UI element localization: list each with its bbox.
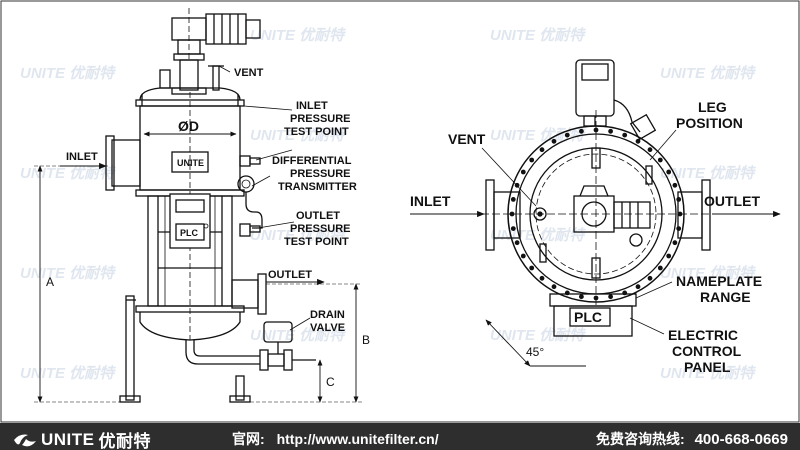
logo-text: UNITE — [41, 429, 95, 449]
watermark: UNITE 优耐特 — [250, 127, 346, 144]
inlet-pressure-label-line3: TEST POINT — [284, 126, 349, 138]
outlet-pressure-label-line3: TEST POINT — [284, 236, 349, 248]
watermark: UNITE 优耐特 — [20, 265, 116, 282]
watermark: UNITE 优耐特 — [660, 265, 756, 282]
flange-bolt — [514, 240, 520, 246]
watermark: UNITE 优耐特 — [20, 165, 116, 182]
watermark: UNITE 优耐特 — [660, 365, 756, 382]
watermark: UNITE 优耐特 — [20, 65, 116, 82]
top-plc-label: PLC — [574, 309, 602, 325]
flange-bolt — [509, 211, 515, 217]
flange-bolt — [676, 226, 682, 232]
dimension-a-label: A — [46, 275, 54, 289]
angle-45-label: 45° — [526, 345, 544, 359]
differential-label-line2: PRESSURE — [290, 168, 351, 180]
footer-logo: UNITE 优耐特 — [12, 427, 151, 450]
watermark: UNITE 优耐特 — [660, 165, 756, 182]
nameplate-label-line2: RANGE — [700, 289, 751, 305]
front-inlet-label: INLET — [66, 151, 98, 163]
flange-bolt — [579, 294, 584, 300]
inlet-pressure-label-line1: INLET — [296, 100, 328, 112]
electric-panel-label-line2: CONTROL — [672, 343, 742, 359]
top-plan-view — [410, 59, 781, 367]
nameplate-label-line1: NAMEPLATE — [676, 273, 762, 289]
electric-panel-label-line3: PANEL — [684, 359, 731, 375]
flange-bolt — [635, 138, 641, 144]
watermark: UNITE 优耐特 — [250, 227, 346, 244]
flange-bolt — [672, 182, 678, 188]
drawing-border — [0, 0, 800, 423]
flange-bolt — [529, 157, 535, 163]
watermark: UNITE 优耐特 — [250, 27, 346, 44]
electric-panel-label-line1: ELECTRIC — [668, 327, 738, 343]
hotline-label: 免费咨询热线: — [596, 431, 685, 447]
flange-bolt — [647, 147, 653, 153]
front-plc-label: PLC — [180, 228, 199, 238]
differential-label-line3: TRANSMITTER — [278, 181, 357, 193]
flange-bolt — [647, 275, 653, 281]
outlet-pressure-label-line2: PRESSURE — [290, 223, 351, 235]
flange-bolt — [520, 253, 526, 259]
flange-bolt — [539, 147, 545, 153]
flange-bolt — [666, 169, 672, 175]
flange-bolt — [593, 127, 599, 133]
vent-label: VENT — [234, 67, 264, 79]
flange-bolt — [564, 132, 570, 138]
flange-bolt — [608, 294, 613, 300]
flange-bolt — [622, 132, 628, 138]
flange-bolt — [551, 284, 557, 290]
flange-bolt — [672, 240, 678, 246]
watermark: UNITE 优耐特 — [250, 327, 346, 344]
differential-label-line1: DIFFERENTIAL — [272, 155, 352, 167]
flange-bolt — [551, 138, 557, 144]
watermark: UNITE 优耐特 — [490, 227, 586, 244]
hotline-info: 免费咨询热线: 400-668-0669 — [596, 429, 788, 449]
watermark: UNITE 优耐特 — [20, 365, 116, 382]
filter-drawing: UNITE 优耐特 UNITE 优耐特 UNITE 优耐特 UNITE 优耐特 … — [0, 0, 800, 423]
flange-bolt — [676, 197, 682, 202]
drain-label-line2: VALVE — [310, 322, 345, 334]
website-url[interactable]: http://www.unitefilter.cn/ — [276, 431, 439, 447]
flange-bolt — [529, 265, 535, 271]
hotline-number[interactable]: 400-668-0669 — [694, 431, 788, 448]
watermark: UNITE 优耐特 — [490, 27, 586, 44]
front-outlet-label: OUTLET — [268, 269, 312, 281]
flange-bolt — [579, 128, 584, 134]
outlet-pressure-label-line1: OUTLET — [296, 210, 340, 222]
watermark: UNITE 优耐特 — [490, 127, 586, 144]
top-vent-label: VENT — [448, 131, 486, 147]
unite-plate-label: UNITE — [177, 158, 204, 168]
watermark: UNITE 优耐特 — [660, 65, 756, 82]
drain-label-line1: DRAIN — [310, 309, 345, 321]
unite-logo-icon — [14, 434, 36, 446]
diameter-label: ØD — [178, 118, 199, 134]
flange-bolt — [666, 253, 672, 259]
inlet-pressure-label-line2: PRESSURE — [290, 113, 351, 125]
logo-chinese-text: 优耐特 — [98, 432, 151, 450]
flange-bolt — [608, 128, 613, 134]
website-label: 官网: — [232, 431, 265, 447]
leg-position-label-line1: LEG — [698, 99, 727, 115]
flange-bolt — [539, 275, 545, 281]
flange-bolt — [510, 197, 516, 202]
leg-position-label-line2: POSITION — [676, 115, 743, 131]
front-view-labels: VENT INLET PRESSURE TEST POINT ØD INLET … — [46, 67, 370, 389]
dimension-c-label: C — [326, 375, 335, 389]
top-inlet-label: INLET — [410, 193, 451, 209]
flange-bolt — [657, 157, 663, 163]
flange-bolt — [657, 265, 663, 271]
drive-motor — [171, 8, 261, 61]
website-info: 官网: http://www.unitefilter.cn/ — [232, 429, 439, 449]
flange-bolt — [635, 284, 641, 290]
watermark-layer: UNITE 优耐特 UNITE 优耐特 UNITE 优耐特 UNITE 优耐特 … — [20, 27, 756, 382]
top-view-labels: VENT LEG POSITION INLET OUTLET NAMEPLATE… — [410, 99, 762, 375]
dimension-b-label: B — [362, 333, 370, 347]
flange-bolt — [520, 169, 526, 175]
flange-bolt — [510, 226, 516, 232]
footer-bar: UNITE 优耐特 官网: http://www.unitefilter.cn/… — [0, 423, 800, 450]
front-elevation-view — [34, 8, 362, 403]
top-outlet-label: OUTLET — [704, 193, 760, 209]
